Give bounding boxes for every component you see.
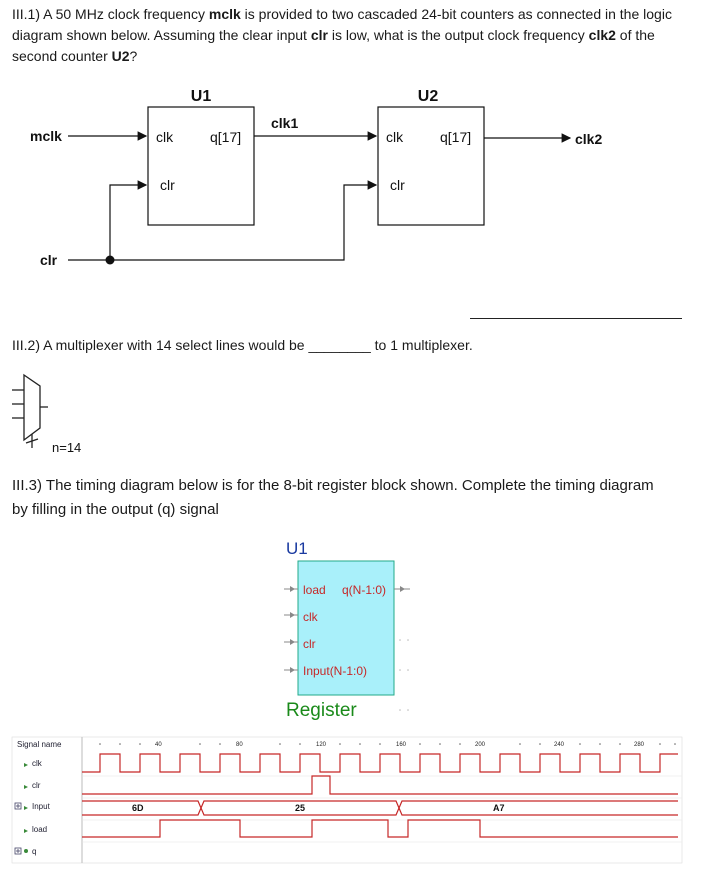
counter-logic-diagram: U1 U2 mclk clr clk1 clk2 clk clr q[17] c…	[30, 88, 602, 268]
register-clr-pin: clr	[303, 637, 316, 651]
clk-waveform	[82, 753, 678, 773]
load-waveform	[82, 819, 678, 838]
q2-prefix: III.2) A multiplexer with 14 select line…	[12, 337, 309, 353]
clk1-label: clk1	[271, 115, 298, 131]
q1-mid1: is provided to two cascaded 24-bit count…	[12, 6, 672, 43]
question-1-text: III.1) A 50 MHz clock frequency mclk is …	[12, 4, 688, 67]
q1-mid2: is low, what is the output clock frequen…	[327, 27, 589, 43]
u1-title: U1	[191, 88, 212, 105]
q-output-area[interactable]	[84, 843, 678, 861]
signal-input-name: Input	[32, 802, 51, 811]
register-output-pin: q(N-1:0)	[342, 583, 386, 597]
question-2-text: III.2) A multiplexer with 14 select line…	[12, 335, 473, 356]
signal-clr-name: clr	[32, 781, 41, 790]
signal-name-header: Signal name	[17, 740, 62, 749]
clr-wire-u2	[68, 180, 378, 261]
u1-q-pin: q[17]	[210, 129, 241, 145]
q2-answer-blank[interactable]: ________	[308, 337, 371, 353]
input-waveform	[82, 800, 678, 816]
register-block	[297, 560, 395, 696]
register-clk-pin: clk	[303, 610, 319, 624]
time-label-200: 200	[475, 742, 486, 748]
register-caption: Register	[286, 700, 357, 721]
register-load-pin: load	[303, 583, 326, 597]
q1-end: ?	[129, 48, 138, 64]
u2-q-pin: q[17]	[440, 129, 471, 145]
counter-u2-block	[377, 106, 485, 226]
input-value-25: 25	[295, 803, 305, 813]
q2-suffix: to 1 multiplexer.	[370, 337, 473, 353]
clr-waveform	[82, 775, 678, 795]
clr-wire-u1	[109, 180, 148, 260]
q1-mclk: mclk	[208, 6, 241, 22]
time-label-160: 160	[396, 742, 407, 748]
u2-clk-pin: clk	[386, 129, 404, 145]
input-value-6d: 6D	[132, 803, 144, 813]
u2-title: U2	[418, 88, 439, 105]
time-label-40: 40	[155, 742, 162, 748]
register-input-pin: Input(N-1:0)	[303, 664, 367, 678]
q1-u2: U2	[111, 48, 130, 64]
mux-body	[23, 373, 41, 442]
input-value-a7: A7	[493, 803, 505, 813]
time-label-80: 80	[236, 742, 243, 748]
clk2-label: clk2	[575, 131, 602, 147]
clr-label: clr	[40, 252, 58, 268]
time-label-240: 240	[554, 742, 565, 748]
mux-select-label: n=14	[52, 440, 82, 455]
question-3-text: III.3) The timing diagram below is for t…	[12, 477, 654, 518]
counter-u1-block	[147, 106, 255, 226]
register-title: U1	[286, 539, 308, 558]
clr-junction-dot	[105, 255, 115, 265]
time-label-280: 280	[634, 742, 645, 748]
u1-clr-pin: clr	[160, 177, 175, 193]
q1-clk2: clk2	[588, 27, 616, 43]
mclk-label: mclk	[30, 128, 62, 144]
u2-clr-pin: clr	[390, 177, 405, 193]
signal-clk-name: clk	[32, 759, 43, 768]
signal-load-name: load	[32, 825, 47, 834]
u1-clk-pin: clk	[156, 129, 174, 145]
answer-line-q1[interactable]	[470, 318, 682, 319]
q1-mid3: of the second counter	[12, 27, 655, 64]
q1-prefix: III.1) A 50 MHz clock frequency	[12, 6, 209, 22]
q1-clr: clr	[310, 27, 328, 43]
time-label-120: 120	[316, 742, 327, 748]
signal-q-name: q	[32, 847, 36, 856]
